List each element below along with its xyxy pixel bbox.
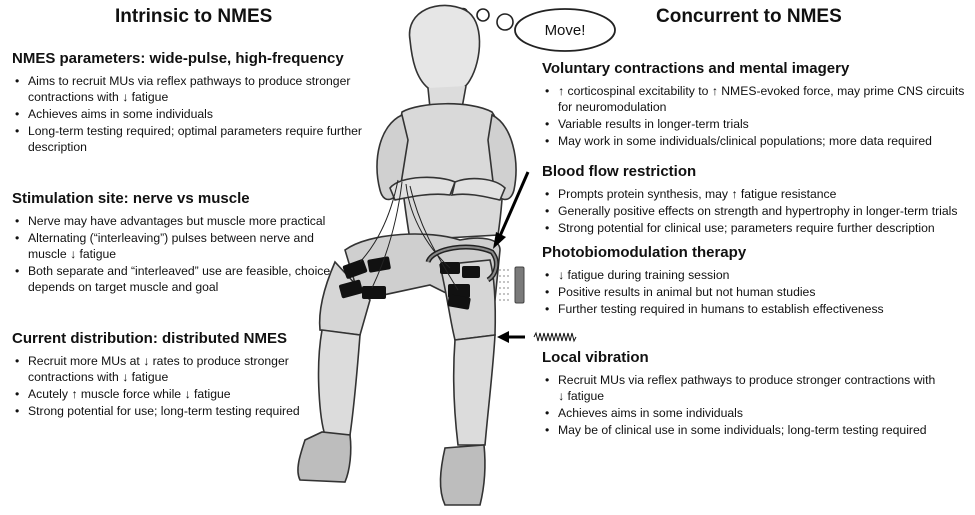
- section-nmes-parameters: NMES parameters: wide-pulse, high-freque…: [12, 50, 392, 156]
- section-photobiomodulation: Photobiomodulation therapy ↓ fatigue dur…: [542, 244, 972, 318]
- left-column-title: Intrinsic to NMES: [115, 6, 272, 28]
- bullet-item: Both separate and “interleaved” use are …: [28, 263, 342, 295]
- bullet-list: Recruit MUs via reflex pathways to produ…: [542, 372, 942, 438]
- section-voluntary-contractions: Voluntary contractions and mental imager…: [542, 60, 972, 150]
- bullet-item: Variable results in longer-term trials: [558, 116, 972, 132]
- bullet-list: ↓ fatigue during training session Positi…: [542, 267, 972, 317]
- thought-bubble: Move!: [459, 9, 616, 52]
- section-local-vibration: Local vibration Recruit MUs via reflex p…: [542, 349, 942, 439]
- section-title: Current distribution: distributed NMES: [12, 330, 322, 347]
- photobiomodulation-device: [499, 267, 524, 303]
- bullet-list: Prompts protein synthesis, may ↑ fatigue…: [542, 186, 972, 236]
- vibration-wave-icon: [534, 333, 576, 341]
- bullet-list: Recruit more MUs at ↓ rates to produce s…: [12, 353, 322, 419]
- section-title: Voluntary contractions and mental imager…: [542, 60, 972, 77]
- bullet-item: Prompts protein synthesis, may ↑ fatigue…: [558, 186, 972, 202]
- bullet-item: Strong potential for use; long-term test…: [28, 403, 322, 419]
- right-column-title: Concurrent to NMES: [656, 6, 842, 28]
- bullet-item: Nerve may have advantages but muscle mor…: [28, 213, 342, 229]
- bullet-item: Achieves aims in some individuals: [28, 106, 392, 122]
- bullet-item: Recruit MUs via reflex pathways to produ…: [558, 372, 942, 404]
- bullet-item: Alternating (“interleaving”) pulses betw…: [28, 230, 342, 262]
- bullet-list: ↑ corticospinal excitability to ↑ NMES-e…: [542, 83, 972, 149]
- bullet-item: May work in some individuals/clinical po…: [558, 133, 972, 149]
- bullet-item: Long-term testing required; optimal para…: [28, 123, 392, 155]
- bullet-item: Aims to recruit MUs via reflex pathways …: [28, 73, 392, 105]
- bullet-item: Achieves aims in some individuals: [558, 405, 942, 421]
- arrow-local-vibration: [497, 331, 525, 343]
- bullet-list: Aims to recruit MUs via reflex pathways …: [12, 73, 392, 155]
- section-stimulation-site: Stimulation site: nerve vs muscle Nerve …: [12, 190, 342, 296]
- section-title: NMES parameters: wide-pulse, high-freque…: [12, 50, 392, 67]
- bullet-item: ↑ corticospinal excitability to ↑ NMES-e…: [558, 83, 972, 115]
- bullet-item: May be of clinical use in some individua…: [558, 422, 942, 438]
- section-title: Local vibration: [542, 349, 942, 366]
- bullet-item: Acutely ↑ muscle force while ↓ fatigue: [28, 386, 322, 402]
- section-blood-flow-restriction: Blood flow restriction Prompts protein s…: [542, 163, 972, 237]
- section-title: Stimulation site: nerve vs muscle: [12, 190, 342, 207]
- bullet-item: Strong potential for clinical use; param…: [558, 220, 972, 236]
- bullet-item: Further testing required in humans to es…: [558, 301, 972, 317]
- bullet-item: Recruit more MUs at ↓ rates to produce s…: [28, 353, 322, 385]
- bullet-list: Nerve may have advantages but muscle mor…: [12, 213, 342, 295]
- bullet-item: Positive results in animal but not human…: [558, 284, 972, 300]
- section-title: Photobiomodulation therapy: [542, 244, 972, 261]
- bullet-item: ↓ fatigue during training session: [558, 267, 972, 283]
- section-current-distribution: Current distribution: distributed NMES R…: [12, 330, 322, 420]
- bullet-item: Generally positive effects on strength a…: [558, 203, 972, 219]
- thought-bubble-text: Move!: [545, 22, 586, 39]
- section-title: Blood flow restriction: [542, 163, 972, 180]
